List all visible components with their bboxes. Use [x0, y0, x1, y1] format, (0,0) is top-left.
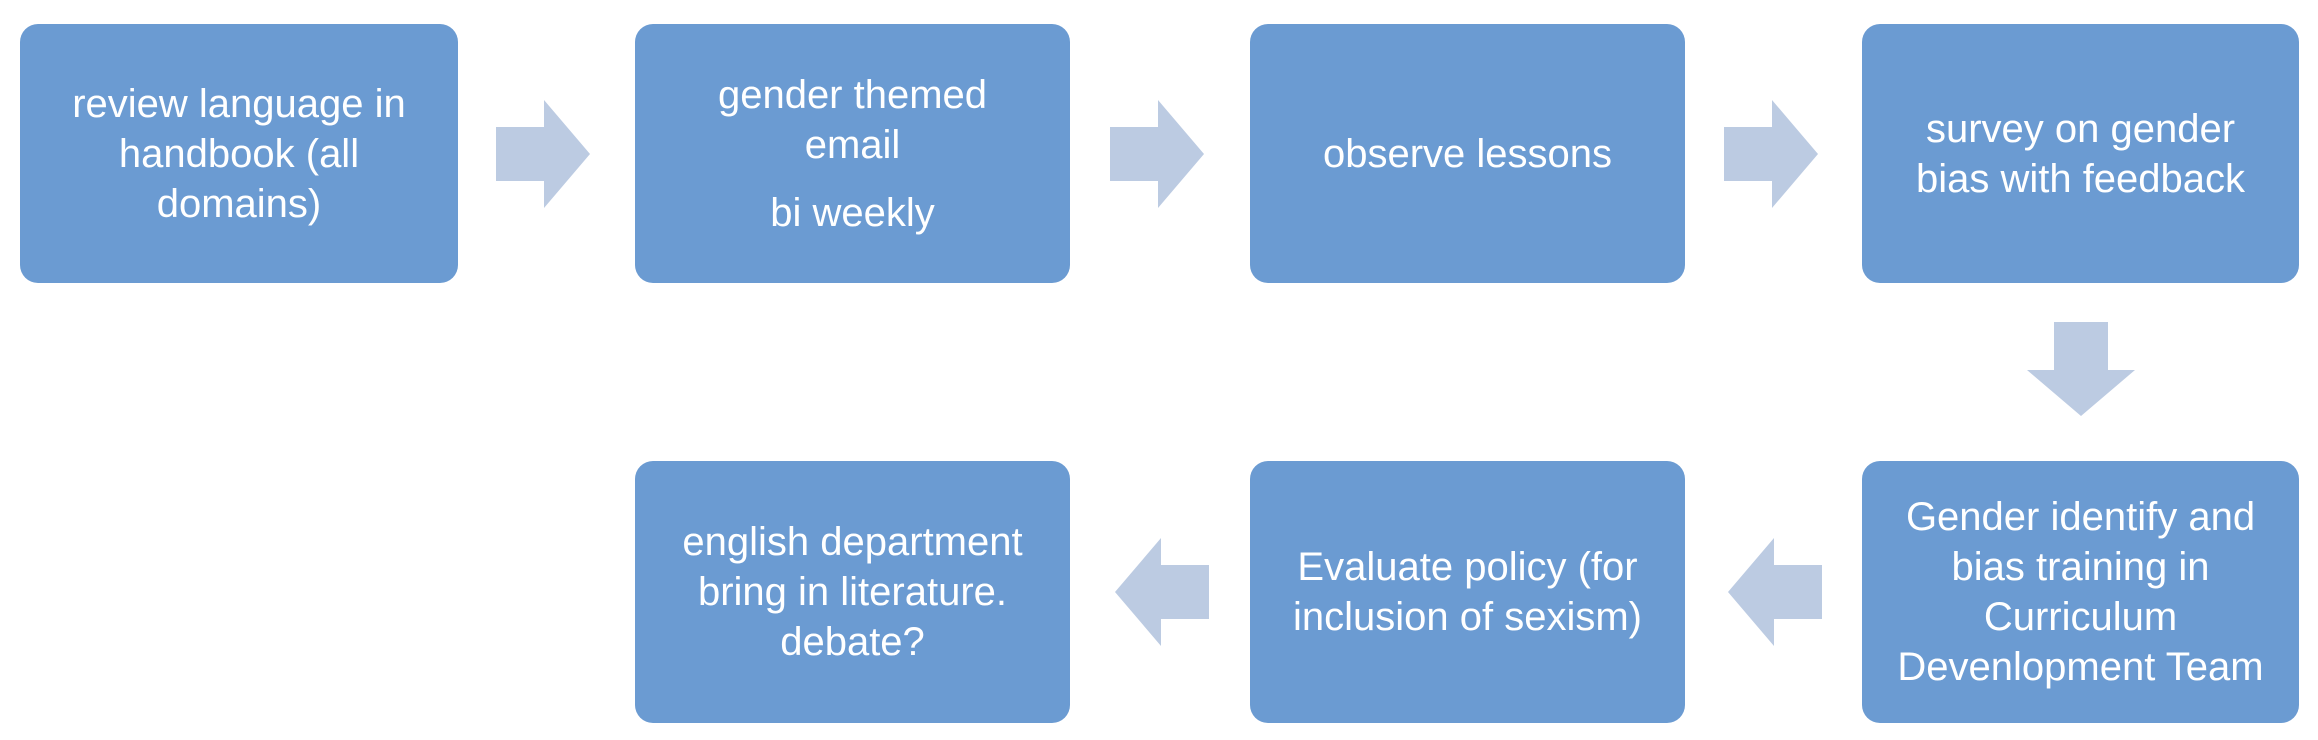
step-text-line: gender themed: [717, 72, 988, 117]
step-review-language: review language in handbook (all domains…: [20, 24, 458, 283]
arrow-left-icon: [1728, 538, 1822, 646]
step-text-line: bring in literature.: [697, 570, 1008, 614]
step-observe-lessons: observe lessons: [1250, 24, 1685, 283]
step-text-line: english department: [682, 520, 1023, 564]
step-text-line: survey on gender: [1925, 106, 2236, 151]
step-text-line: handbook (all: [118, 131, 360, 176]
step-text-line: debate?: [780, 620, 925, 664]
step-text-line: Evaluate policy (for: [1297, 545, 1638, 589]
step-text-line: bias with feedback: [1915, 156, 2246, 201]
step-text-line: review language in: [72, 81, 406, 126]
step-bias-training: Gender identify and bias training in Cur…: [1862, 461, 2299, 723]
step-evaluate-policy: Evaluate policy (for inclusion of sexism…: [1250, 461, 1685, 723]
arrow-right-icon: [496, 100, 590, 208]
step-text-line: bias training in: [1951, 545, 2210, 589]
arrow-right-icon: [1110, 100, 1204, 208]
step-text-line: Devenlopment Team: [1897, 645, 2264, 689]
arrow-right-icon: [1724, 100, 1818, 208]
step-text-line: Gender identify and: [1905, 495, 2256, 539]
step-text-line: observe lessons: [1322, 131, 1613, 176]
step-gender-email: gender themed email bi weekly: [635, 24, 1070, 283]
step-text-line: inclusion of sexism): [1292, 595, 1642, 639]
step-text-line: Curriculum: [1983, 595, 2178, 639]
step-text-line: email: [804, 122, 901, 167]
arrow-down-icon: [2027, 322, 2135, 416]
step-english-department: english department bring in literature. …: [635, 461, 1070, 723]
step-subtext: bi weekly: [770, 190, 935, 235]
step-survey-gender-bias: survey on gender bias with feedback: [1862, 24, 2299, 283]
step-text-line: domains): [156, 181, 322, 226]
arrow-left-icon: [1115, 538, 1209, 646]
